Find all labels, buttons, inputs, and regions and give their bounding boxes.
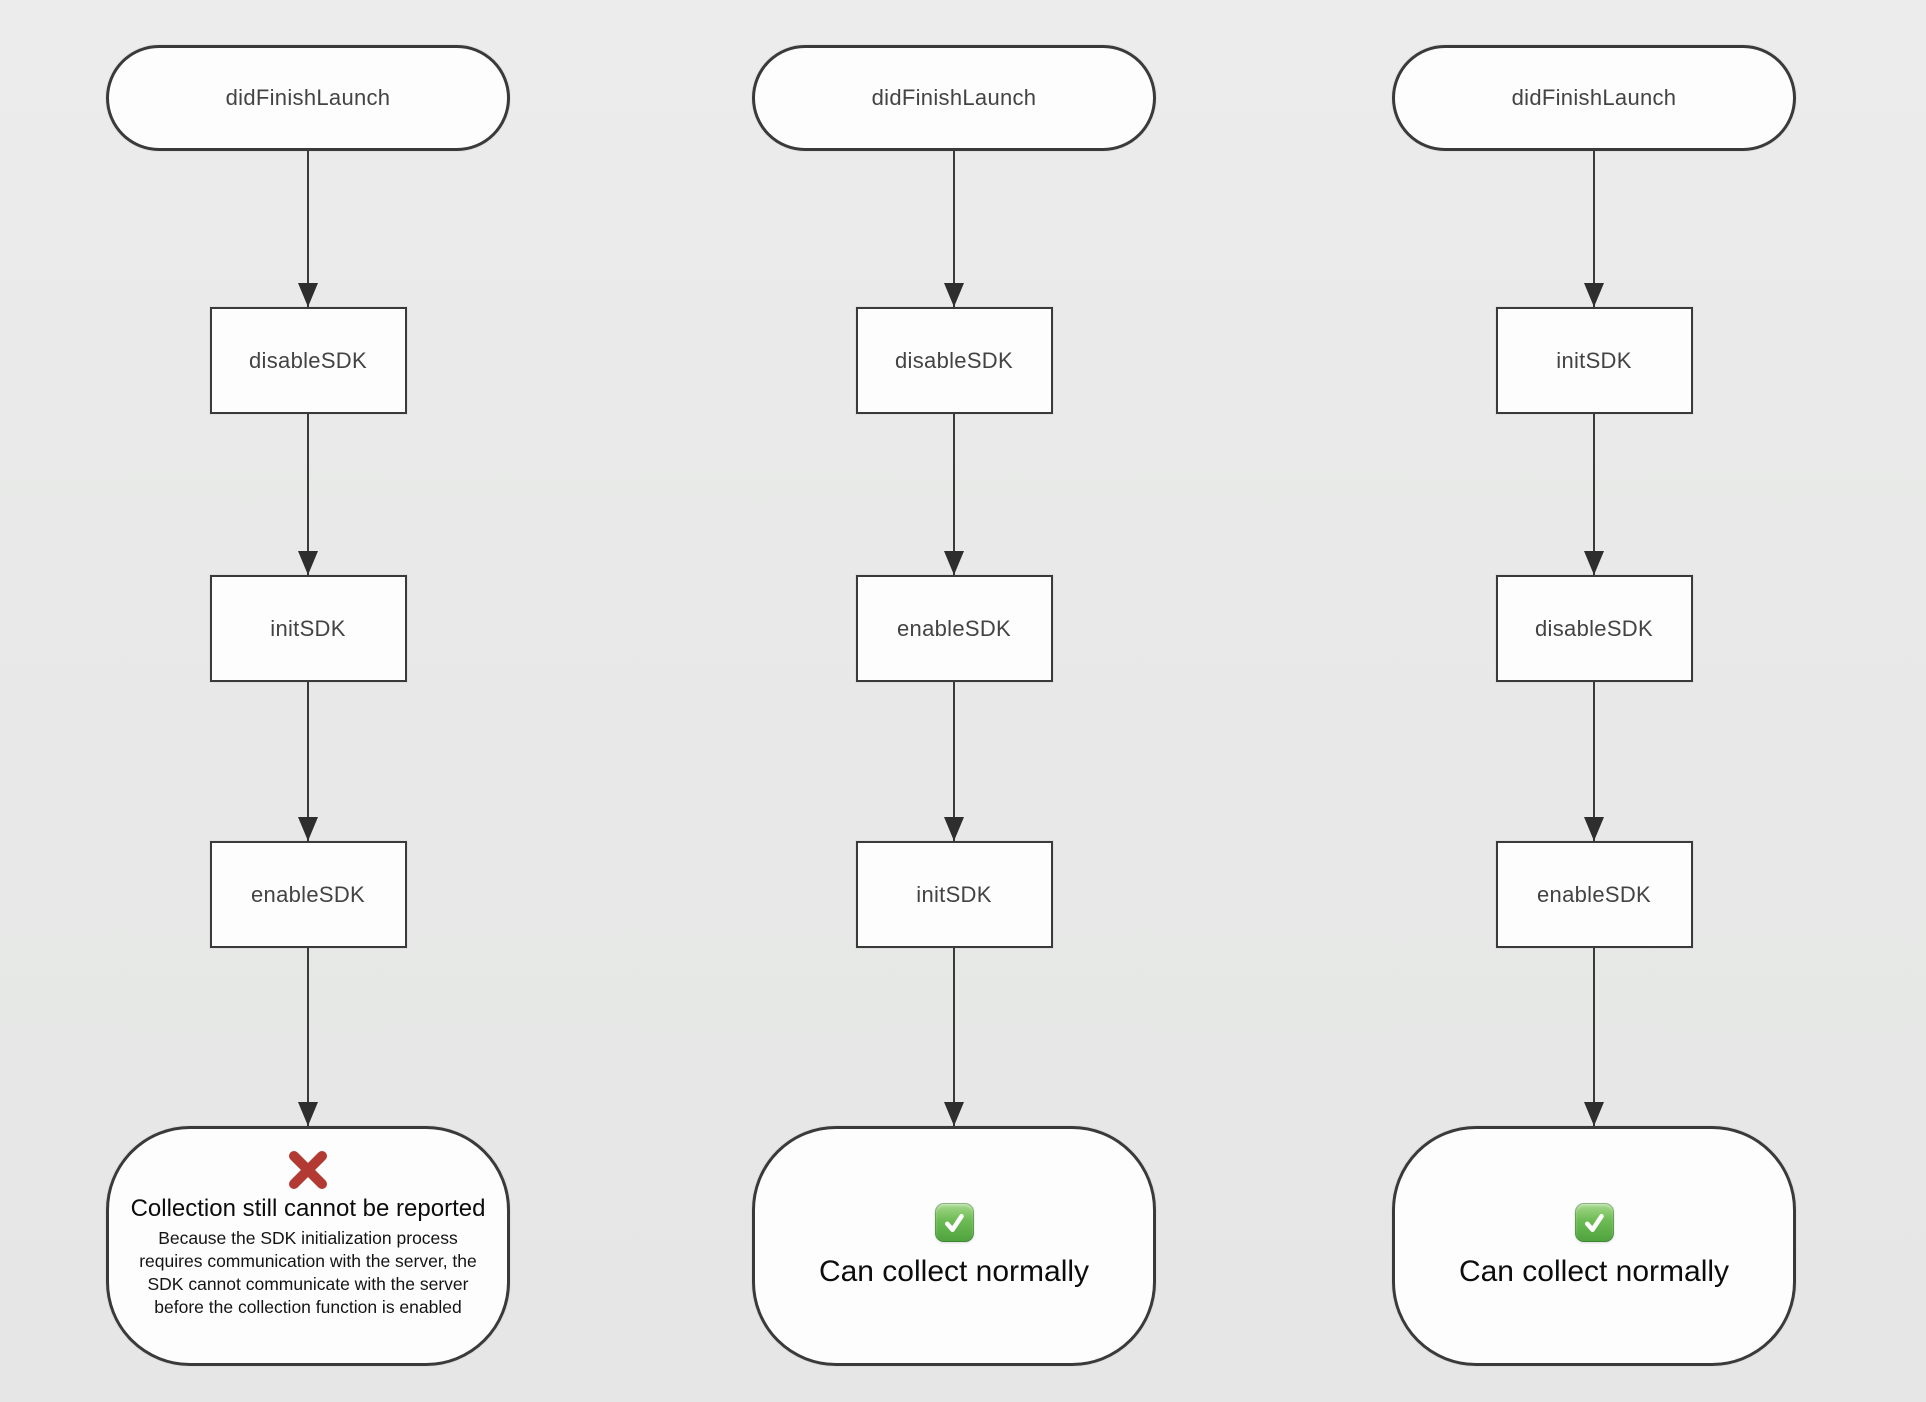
terminal-title: Collection still cannot be reported [130,1195,486,1222]
flow-arrow [1584,414,1604,575]
flow-arrow [298,682,318,841]
arrow-down-icon [944,1102,964,1126]
start-node: didFinishLaunch [752,45,1156,151]
flow-arrow [1584,948,1604,1126]
step-node-label: disableSDK [249,347,367,373]
flow-arrow [298,948,318,1126]
terminal-node-error: Collection still cannot be reported Beca… [106,1126,510,1366]
step-node-label: disableSDK [1535,615,1653,641]
arrow-down-icon [298,817,318,841]
step-node: initSDK [855,841,1053,948]
step-node: enableSDK [855,575,1053,682]
arrow-down-icon [1584,817,1604,841]
start-node: didFinishLaunch [106,45,510,151]
start-node-label: didFinishLaunch [1511,85,1677,110]
arrow-down-icon [944,817,964,841]
flow-arrow [1584,682,1604,841]
step-node-label: disableSDK [895,347,1013,373]
terminal-title: Can collect normally [818,1255,1090,1288]
arrow-down-icon [944,283,964,307]
step-node-label: enableSDK [897,615,1011,641]
arrow-down-icon [298,1102,318,1126]
arrow-down-icon [1584,551,1604,575]
flow-arrow [298,414,318,575]
step-node-label: initSDK [270,615,346,641]
start-node: didFinishLaunch [1392,45,1796,151]
step-node: disableSDK [209,307,407,414]
step-node-label: enableSDK [1537,881,1651,907]
check-icon [1574,1203,1614,1242]
terminal-description: Because the SDK initialization process r… [139,1228,477,1318]
flow-arrow [944,682,964,841]
step-node: initSDK [209,575,407,682]
start-node-label: didFinishLaunch [871,85,1037,110]
step-node: initSDK [1495,307,1693,414]
flow-arrow [944,948,964,1126]
step-node-label: initSDK [1556,347,1632,373]
step-node: enableSDK [1495,841,1693,948]
terminal-node-success: Can collect normally [752,1126,1156,1366]
flow-column-correct-order-a: didFinishLaunch disableSDK enableSDK ini… [749,0,1159,1366]
arrow-down-icon [1584,1102,1604,1126]
check-icon [934,1203,974,1242]
flow-column-wrong-order: didFinishLaunch disableSDK initSDK enabl… [103,0,513,1366]
arrow-down-icon [298,551,318,575]
step-node-label: enableSDK [251,881,365,907]
flow-arrow [298,151,318,307]
flow-arrow [944,414,964,575]
start-node-label: didFinishLaunch [225,85,391,110]
step-node: disableSDK [855,307,1053,414]
arrow-down-icon [298,283,318,307]
step-node: disableSDK [1495,575,1693,682]
terminal-node-success: Can collect normally [1392,1126,1796,1366]
terminal-title: Can collect normally [1458,1255,1730,1288]
cross-icon [285,1149,331,1191]
step-node: enableSDK [209,841,407,948]
flow-arrow [944,151,964,307]
arrow-down-icon [944,551,964,575]
flow-arrow [1584,151,1604,307]
flow-column-correct-order-b: didFinishLaunch initSDK disableSDK enabl… [1389,0,1799,1366]
step-node-label: initSDK [916,881,992,907]
arrow-down-icon [1584,283,1604,307]
